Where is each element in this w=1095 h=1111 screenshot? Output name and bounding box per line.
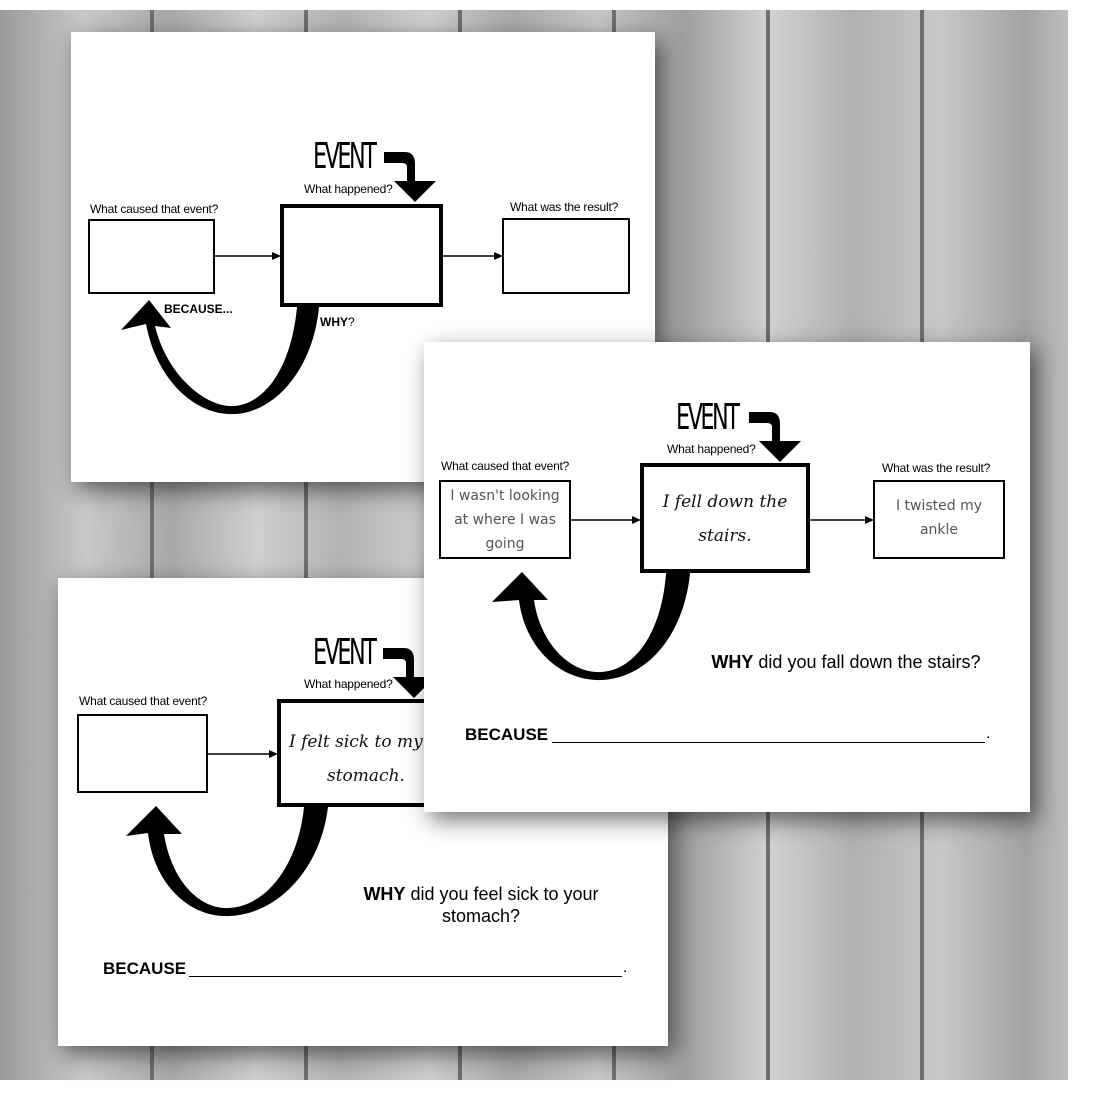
why-label: WHY? (320, 315, 355, 329)
cause-label: What caused that event? (79, 694, 208, 708)
result-box (502, 218, 630, 294)
event-subtitle: What happened? (304, 677, 393, 691)
event-title: EVENT (676, 397, 740, 438)
bent-arrow-icon (384, 152, 436, 202)
cause-box (88, 219, 215, 294)
worksheet-sick: EVENT What happened? What caused that ev… (58, 578, 668, 1046)
cause-box: I wasn't looking at where I was going (439, 480, 571, 559)
event-subtitle: What happened? (304, 182, 393, 196)
event-text-line: I felt sick to my (289, 732, 423, 752)
event-box (280, 204, 443, 307)
because-label: BECAUSE... (164, 302, 233, 316)
answer-period: . (986, 725, 991, 742)
cause-text-line: at where I was (454, 512, 556, 528)
why-prompt: WHY did you fall down the stairs? (711, 652, 981, 672)
cause-text-line: I wasn't looking (450, 488, 560, 504)
result-label: What was the result? (510, 200, 619, 214)
event-text-line: stairs. (698, 526, 752, 546)
event-box: I fell down the stairs. (640, 463, 810, 573)
because-label: BECAUSE (465, 725, 549, 744)
cause-label: What caused that event? (90, 202, 219, 216)
result-text-line: I twisted my (895, 498, 983, 514)
sheet2-arrows (492, 412, 874, 681)
answer-line[interactable] (189, 976, 622, 977)
worksheet-blank: EVENT What happened? What caused that ev… (71, 32, 655, 482)
because-label: BECAUSE (103, 959, 187, 978)
answer-period: . (623, 959, 628, 976)
result-text-line: ankle (919, 522, 959, 538)
event-title: EVENT (313, 632, 377, 673)
event-text-line: I fell down the (662, 492, 788, 512)
sheet3-arrows (126, 648, 435, 917)
result-box: I twisted my ankle (873, 480, 1005, 559)
u-turn-arrow-icon (126, 806, 328, 917)
event-subtitle: What happened? (667, 442, 756, 456)
sheet1-arrows (121, 152, 503, 415)
u-turn-arrow-icon (121, 300, 319, 415)
bent-arrow-icon (749, 412, 801, 462)
result-label: What was the result? (882, 461, 991, 475)
event-title: EVENT (313, 136, 377, 177)
event-box: I felt sick to my stomach. (277, 699, 437, 807)
answer-line[interactable] (552, 742, 985, 743)
cause-label: What caused that event? (441, 459, 570, 473)
u-turn-arrow-icon (492, 572, 690, 681)
event-text-line: stomach. (327, 766, 405, 786)
cause-text-line: going (485, 536, 525, 552)
worksheet-stairs: EVENT What happened? What caused that ev… (424, 342, 1030, 812)
cause-box (77, 714, 208, 793)
bent-arrow-icon (383, 648, 435, 698)
